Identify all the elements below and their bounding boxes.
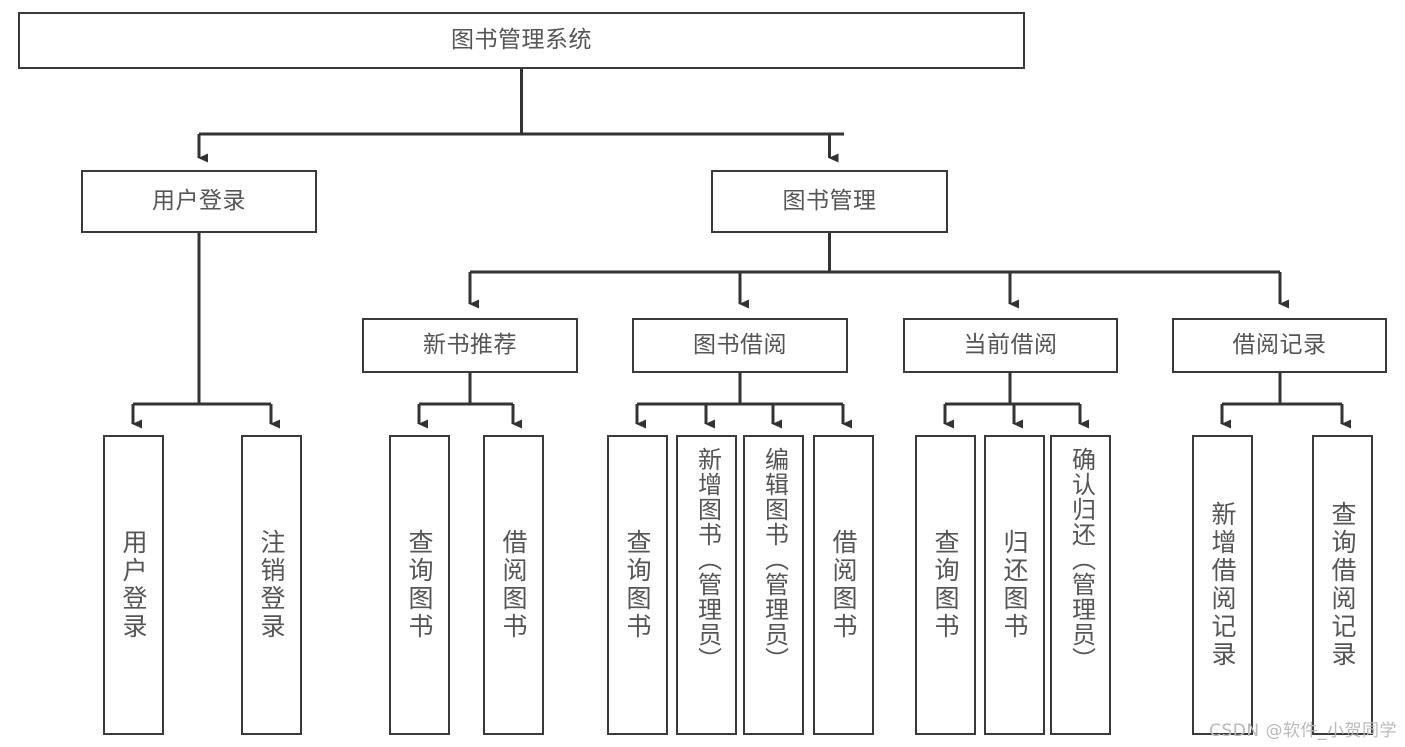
node-leaf-return-book-label: 归还图书: [1000, 529, 1029, 641]
node-current-borrow-label: 当前借阅: [963, 332, 1058, 359]
node-leaf-return-book[interactable]: 归还图书: [984, 435, 1045, 735]
node-user-login[interactable]: 用户登录: [81, 170, 317, 233]
node-root[interactable]: 图书管理系统: [18, 12, 1025, 69]
node-leaf-query-book-current-label: 查询图书: [931, 529, 960, 641]
node-new-book-recommend-label: 新书推荐: [423, 332, 517, 359]
node-leaf-borrow-book-label: 借阅图书: [829, 529, 858, 641]
node-root-label: 图书管理系统: [451, 27, 592, 54]
node-leaf-add-borrow-record-label: 新增借阅记录: [1208, 501, 1237, 669]
node-leaf-query-book-borrow-label: 查询图书: [623, 529, 652, 641]
node-leaf-user-login-label: 用户登录: [119, 529, 148, 641]
node-current-borrow[interactable]: 当前借阅: [903, 318, 1118, 373]
node-book-borrow[interactable]: 图书借阅: [632, 318, 848, 373]
node-book-management[interactable]: 图书管理: [711, 170, 948, 233]
node-new-book-recommend[interactable]: 新书推荐: [362, 318, 578, 373]
csdn-watermark: CSDN @软件_小贺同学: [1209, 721, 1397, 741]
node-book-borrow-label: 图书借阅: [693, 332, 787, 359]
node-leaf-query-book-borrow[interactable]: 查询图书: [607, 435, 668, 735]
node-leaf-borrow-book-recommend-label: 借阅图书: [499, 529, 528, 641]
node-leaf-confirm-return-admin-label: 确认归还（管理员）: [1067, 447, 1096, 672]
node-leaf-user-login[interactable]: 用户登录: [103, 435, 164, 735]
node-leaf-borrow-book[interactable]: 借阅图书: [813, 435, 874, 735]
node-leaf-add-book-admin-label: 新增图书（管理员）: [693, 447, 722, 672]
node-leaf-confirm-return-admin[interactable]: 确认归还（管理员）: [1050, 435, 1111, 735]
node-leaf-add-borrow-record[interactable]: 新增借阅记录: [1192, 435, 1253, 735]
node-book-management-label: 图书管理: [782, 188, 877, 215]
node-leaf-query-book-recommend[interactable]: 查询图书: [389, 435, 450, 735]
node-borrow-record[interactable]: 借阅记录: [1172, 318, 1387, 373]
node-leaf-query-book-current[interactable]: 查询图书: [915, 435, 976, 735]
node-leaf-edit-book-admin[interactable]: 编辑图书（管理员）: [743, 435, 804, 735]
node-leaf-user-logout[interactable]: 注销登录: [241, 435, 302, 735]
node-leaf-edit-book-admin-label: 编辑图书（管理员）: [760, 447, 789, 672]
node-user-login-label: 用户登录: [152, 188, 246, 215]
node-leaf-user-logout-label: 注销登录: [257, 529, 286, 641]
node-leaf-query-borrow-record-label: 查询借阅记录: [1328, 501, 1357, 669]
node-leaf-query-borrow-record[interactable]: 查询借阅记录: [1312, 435, 1373, 735]
node-borrow-record-label: 借阅记录: [1232, 332, 1327, 359]
node-leaf-borrow-book-recommend[interactable]: 借阅图书: [483, 435, 544, 735]
node-leaf-query-book-recommend-label: 查询图书: [405, 529, 434, 641]
node-leaf-add-book-admin[interactable]: 新增图书（管理员）: [676, 435, 737, 735]
